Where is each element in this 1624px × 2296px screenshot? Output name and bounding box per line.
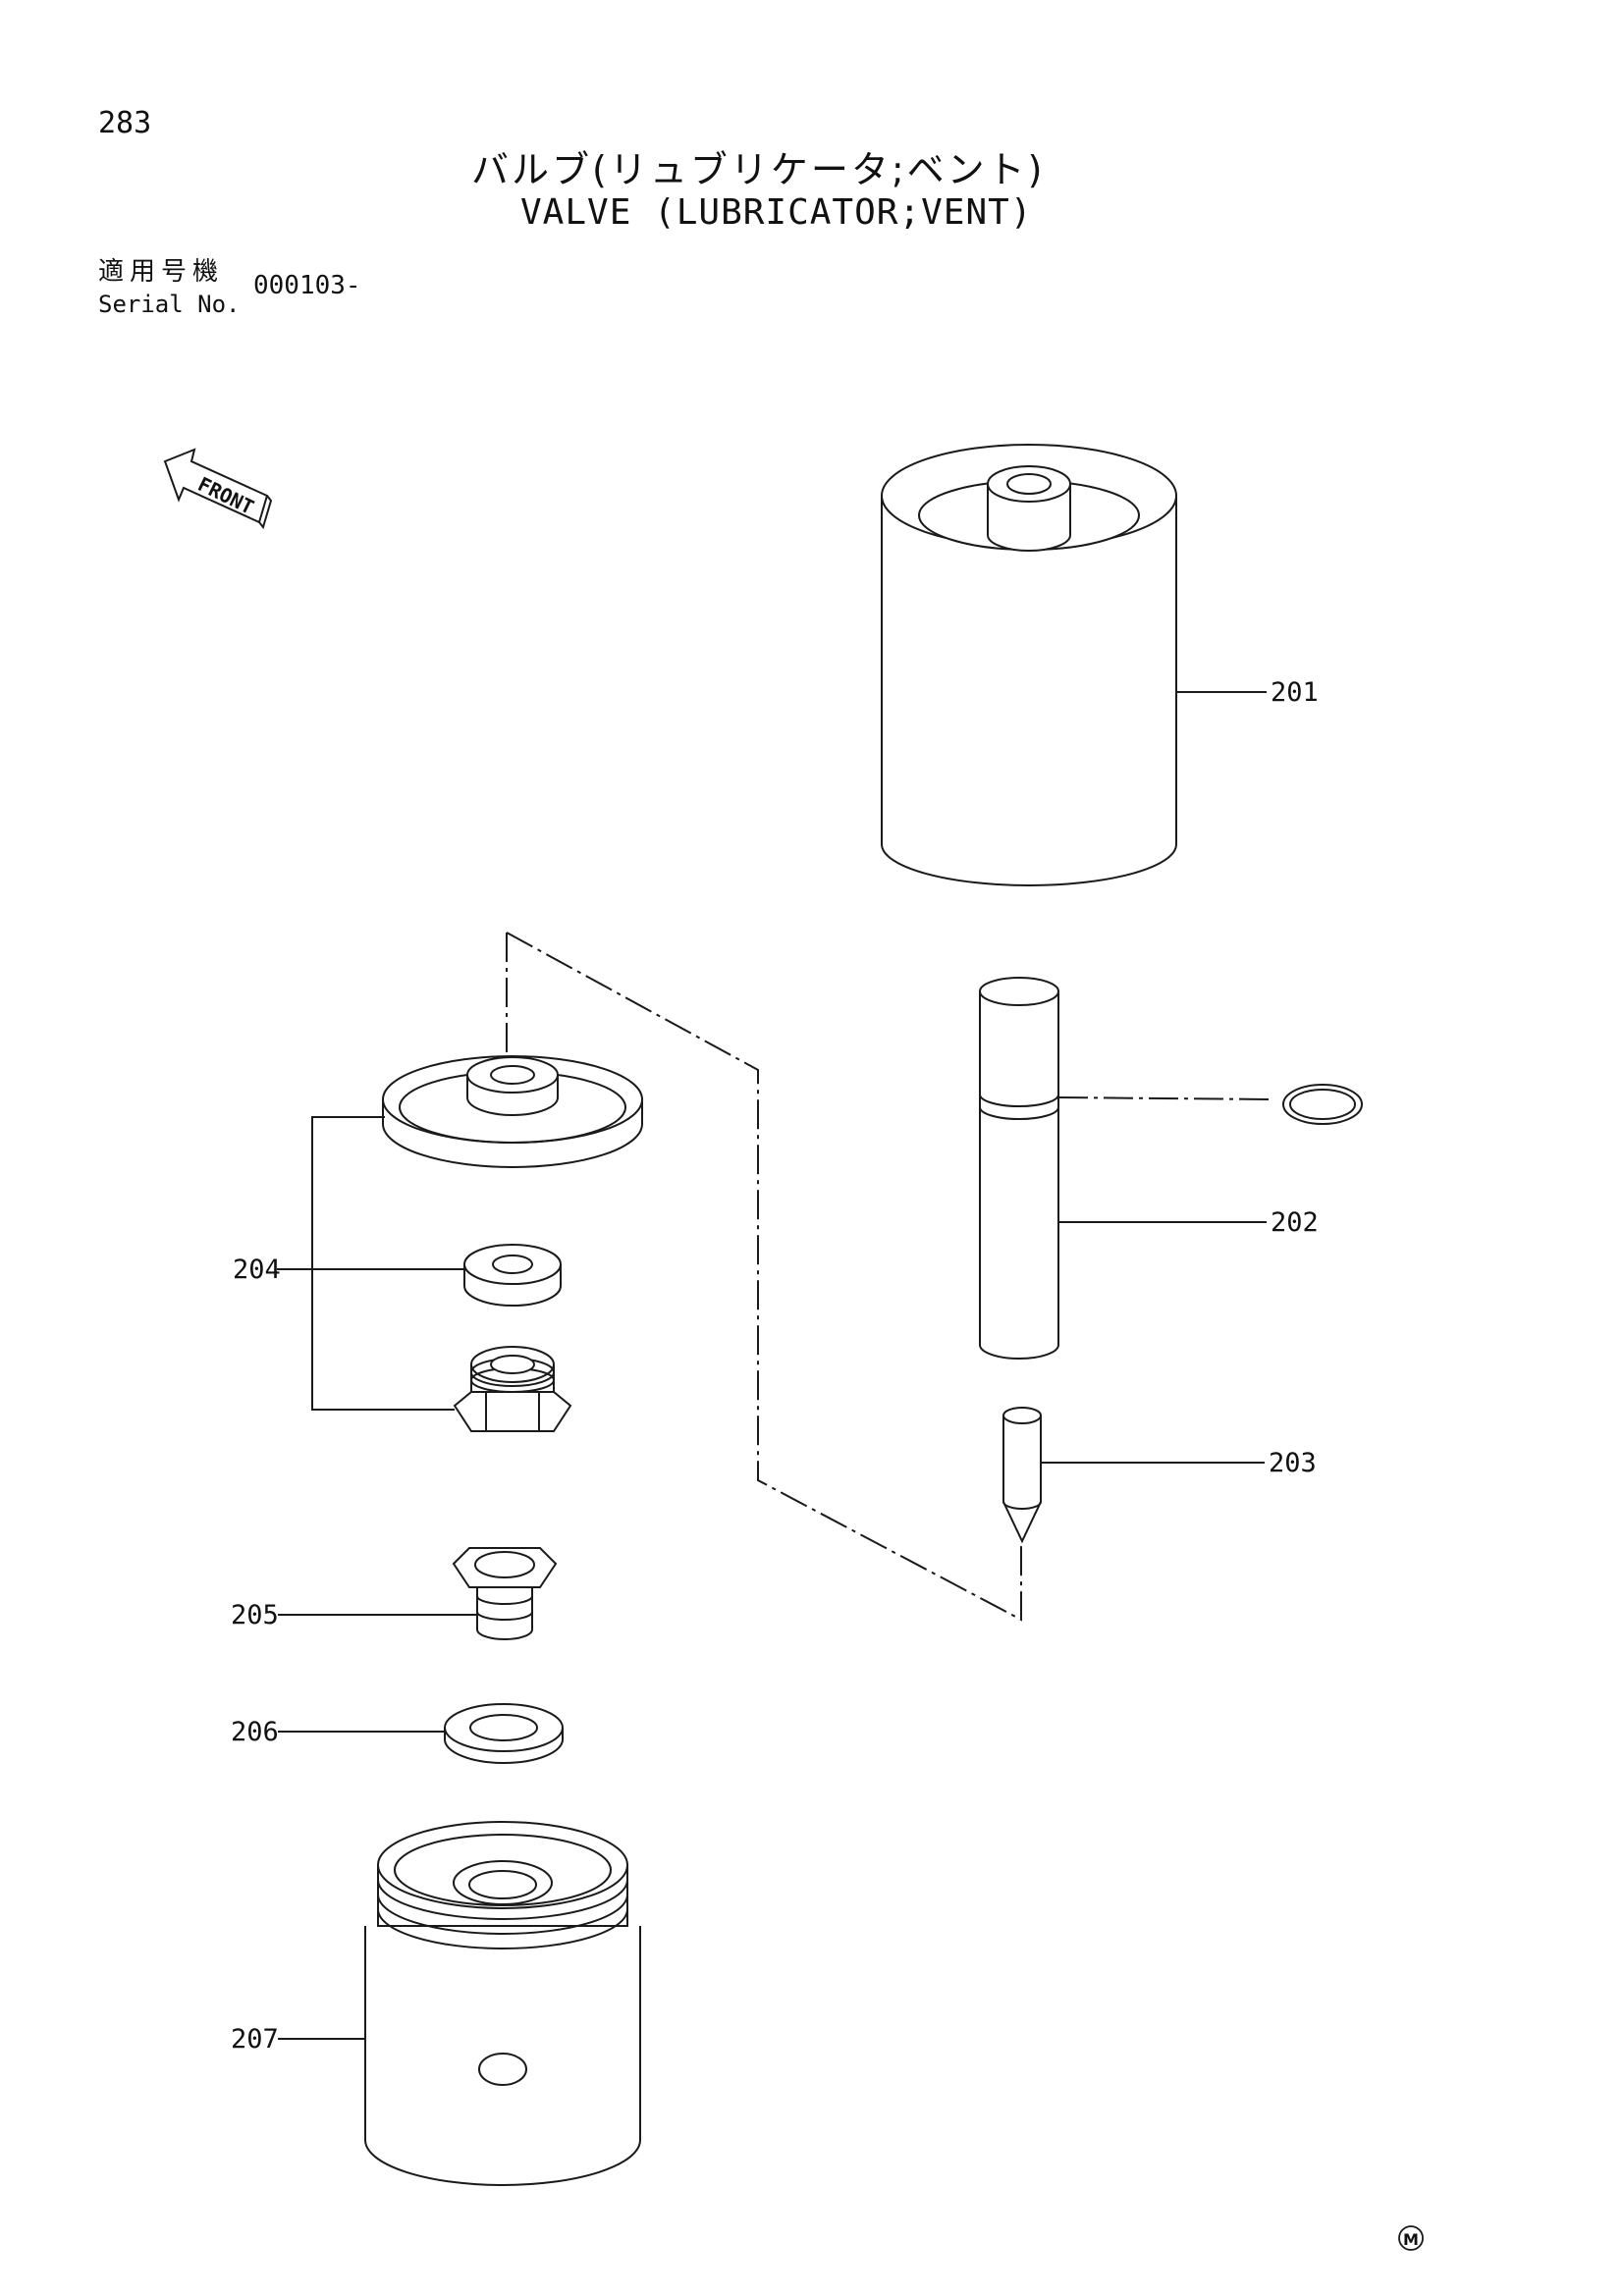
- page-number: 283: [98, 106, 152, 140]
- mark-label: M: [1403, 2230, 1419, 2249]
- front-arrow-icon: FRONT: [163, 448, 273, 530]
- part-204-spacer: [463, 1244, 562, 1307]
- o-ring-part: [1282, 1084, 1363, 1125]
- serial-label-japanese: 適用号機: [98, 257, 225, 287]
- part-label-206: 206: [231, 1717, 279, 1747]
- part-label-204: 204: [233, 1255, 281, 1285]
- part-label-202: 202: [1271, 1207, 1319, 1238]
- serial-label-english: Serial No.: [98, 291, 241, 318]
- manufacturer-mark-icon: M: [1398, 2225, 1424, 2251]
- part-204-cap: [382, 1055, 643, 1168]
- part-205-plug: [452, 1547, 558, 1640]
- part-label-203: 203: [1269, 1448, 1317, 1478]
- title-english: VALVE (LUBRICATOR;VENT): [520, 192, 1033, 233]
- part-label-205: 205: [231, 1600, 279, 1630]
- part-201-cylinder: [881, 444, 1177, 886]
- part-202-rod: [979, 977, 1059, 1360]
- part-label-201: 201: [1271, 677, 1319, 708]
- part-203-needle: [1002, 1407, 1042, 1544]
- part-207-housing: [364, 1821, 641, 2186]
- serial-value: 000103-: [253, 271, 361, 300]
- title-japanese: バルブ(リュブリケータ;ベント): [471, 148, 1046, 191]
- part-label-207: 207: [231, 2024, 279, 2055]
- part-206-washer: [444, 1703, 564, 1764]
- part-204-fitting: [453, 1346, 572, 1432]
